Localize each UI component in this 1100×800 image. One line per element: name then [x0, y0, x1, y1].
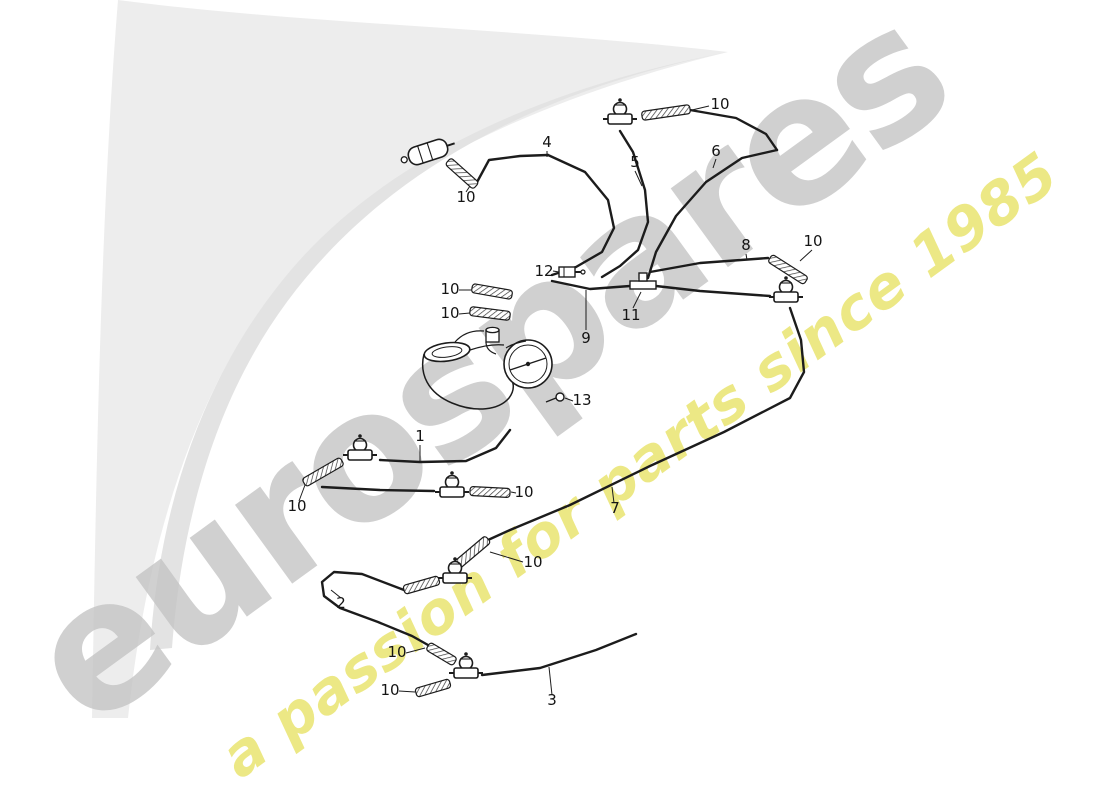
leader-line [465, 185, 471, 193]
callout-label-10: 10 [380, 681, 399, 699]
hose-left-valve [302, 457, 344, 487]
callout-label-10: 10 [514, 483, 533, 501]
callout-label-8: 8 [741, 236, 751, 254]
vacuum-port-13 [545, 392, 565, 403]
leader-lines-layer [298, 105, 813, 696]
callout-label-6: 6 [711, 142, 721, 160]
leader-line [298, 484, 306, 502]
callout-label-3: 3 [547, 691, 557, 709]
pipe-line-5 [600, 129, 650, 279]
callout-label-5: 5 [630, 153, 640, 171]
leader-line [799, 249, 813, 262]
callout-label-11: 11 [621, 306, 640, 324]
leader-line [552, 270, 560, 273]
pipe-line-7 [486, 306, 806, 542]
callout-label-10: 10 [440, 280, 459, 298]
hose-bottom-upper [426, 642, 457, 666]
pipe-line-2 [320, 570, 430, 647]
throttle-body [422, 326, 553, 410]
pipe-filter-to-line-4 [474, 153, 550, 186]
callout-label-13: 13 [572, 391, 591, 409]
pipe-valve-to-line-6 [688, 108, 779, 152]
callout-label-10: 10 [803, 232, 822, 250]
pipe-to-damper [320, 485, 436, 493]
pipe-tee-to-valve [654, 284, 772, 298]
callout-label-4: 4 [542, 133, 552, 151]
callout-label-1: 1 [415, 427, 425, 445]
leader-line [510, 491, 517, 494]
leader-line [458, 312, 471, 315]
pipe-line-3 [480, 632, 638, 677]
hose-top-valve [641, 104, 691, 121]
hose-damper-right [469, 486, 511, 498]
leader-line [632, 291, 642, 309]
pipe-line-6 [646, 148, 779, 280]
callout-label-2: 2 [336, 594, 346, 612]
leader-line [712, 158, 717, 169]
components-layer [302, 98, 808, 698]
hose-throttle-lower [469, 306, 511, 321]
hose-bottom-lower [414, 678, 452, 698]
pipe-line-4 [546, 153, 616, 277]
hose-right-valve [768, 254, 808, 285]
callout-label-10: 10 [287, 497, 306, 515]
leader-line [548, 666, 553, 696]
leader-line [564, 397, 574, 402]
leader-line [691, 105, 710, 111]
leader-line [489, 551, 524, 563]
leader-line [405, 647, 426, 654]
pipes-layer [320, 108, 806, 677]
callout-label-12: 12 [534, 262, 553, 280]
leader-line [330, 589, 342, 599]
leader-line [745, 253, 748, 261]
callout-label-10: 10 [440, 304, 459, 322]
vacuum-damper-mid [435, 471, 469, 498]
hose-throttle-upper [471, 283, 513, 300]
hose-filter [445, 158, 479, 189]
pipe-line-1 [378, 428, 512, 464]
swoosh-outer [92, 0, 728, 718]
check-valve-bottom [449, 652, 483, 679]
background-swoosh [92, 0, 728, 718]
check-valve-right [769, 276, 803, 303]
fuel-filter [400, 138, 455, 166]
leader-line [634, 170, 643, 187]
callout-label-10: 10 [387, 643, 406, 661]
leader-line [611, 486, 615, 504]
check-valve-lower-mid [438, 557, 472, 584]
callouts-layer: 10 4 5 6 10 12 8 10 10 10 11 9 13 1 10 10 7 10 2 10 10 3 [287, 95, 822, 709]
callout-label-10: 10 [710, 95, 729, 113]
tee-fitting-11 [629, 272, 657, 290]
check-valve-top [603, 98, 637, 125]
callout-label-7: 7 [610, 499, 620, 517]
callout-label-10: 10 [523, 553, 542, 571]
pipe-line-8 [648, 256, 770, 274]
callout-label-10: 10 [456, 188, 475, 206]
pipe-line-9 [550, 279, 632, 291]
callout-label-9: 9 [581, 329, 591, 347]
hose-mid-valve-left [402, 575, 441, 595]
check-valve-left [343, 434, 377, 461]
leader-line [398, 690, 416, 693]
